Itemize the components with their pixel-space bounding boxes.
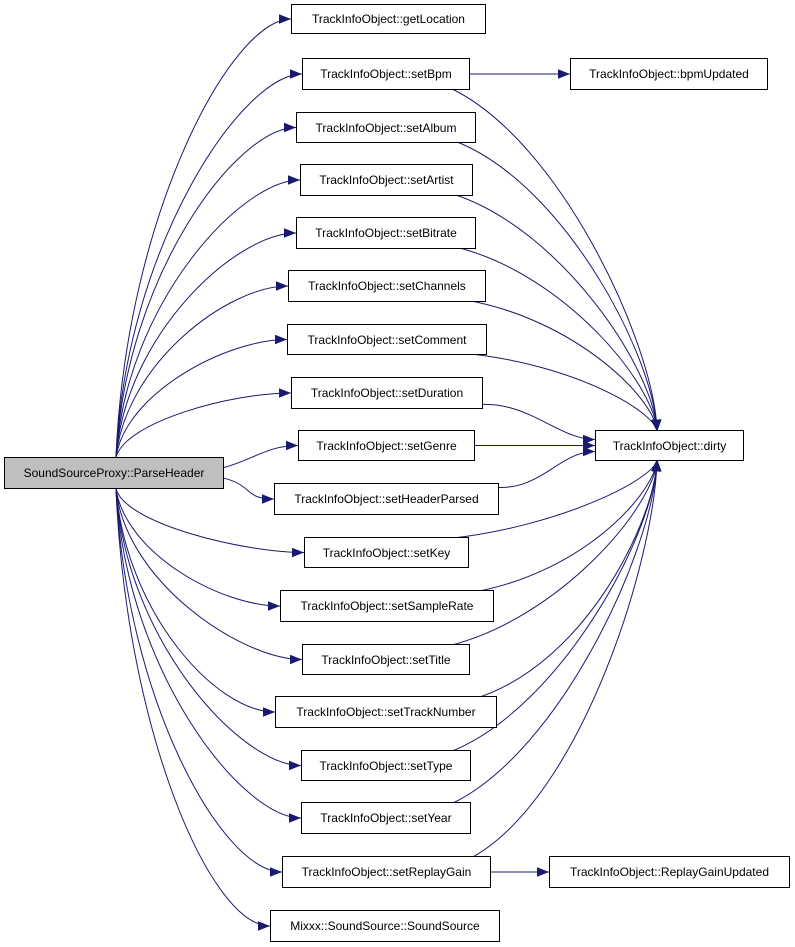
edge-setBpm-to-dirty [449,87,662,432]
edge-setReplayGain-to-dirty [470,459,662,859]
node-set-comment[interactable]: TrackInfoObject::setComment [287,324,487,355]
edge-root-to-setYear [115,488,302,823]
edge-root-to-SoundSource [115,488,271,931]
edge-setDuration-to-dirty [462,403,596,445]
edge-root-to-setArtist [115,175,301,458]
node-set-type[interactable]: TrackInfoObject::setType [301,750,471,781]
node-root-parse-header: SoundSourceProxy::ParseHeader [4,457,224,489]
edge-root-to-setSampleRate [115,488,281,611]
node-set-album[interactable]: TrackInfoObject::setAlbum [296,112,476,143]
edge-setArtist-to-dirty [452,193,662,432]
node-set-channels[interactable]: TrackInfoObject::setChannels [288,270,486,302]
edge-root-to-setGenre [223,440,299,468]
node-dirty[interactable]: TrackInfoObject::dirty [595,430,744,461]
edge-setYear-to-dirty [450,459,662,805]
edge-setChannels-to-dirty [465,299,662,432]
edge-setBitrate-to-dirty [455,246,662,432]
node-set-artist[interactable]: TrackInfoObject::setArtist [300,164,473,196]
edge-setTrackNumber-to-dirty [476,459,662,699]
node-set-track-number[interactable]: TrackInfoObject::setTrackNumber [275,696,497,728]
edge-root-to-setComment [115,334,288,458]
edge-root-to-setReplayGain [115,488,283,877]
edge-setAlbum-to-dirty [455,141,662,432]
edge-root-to-setBitrate [115,228,297,458]
node-get-location[interactable]: TrackInfoObject::getLocation [291,4,486,34]
edge-root-to-setTrackNumber [115,488,276,717]
edge-root-to-setDuration [115,388,292,458]
edge-root-to-setTitle [115,488,303,665]
edge-setSampleRate-to-dirty [473,459,662,593]
edge-root-to-setKey [115,488,305,558]
node-set-duration[interactable]: TrackInfoObject::setDuration [291,377,483,409]
edge-root-to-setBpm [115,69,303,458]
node-set-bitrate[interactable]: TrackInfoObject::setBitrate [296,217,476,249]
edge-root-to-setChannels [115,281,289,458]
edge-setTitle-to-dirty [449,459,662,646]
edge-root-to-setAlbum [115,122,297,458]
node-bpm-updated[interactable]: TrackInfoObject::bpmUpdated [570,58,768,90]
node-set-year[interactable]: TrackInfoObject::setYear [301,802,471,834]
node-replay-gain-updated[interactable]: TrackInfoObject::ReplayGainUpdated [549,856,790,888]
node-set-bpm[interactable]: TrackInfoObject::setBpm [302,58,470,90]
node-set-key[interactable]: TrackInfoObject::setKey [304,537,469,568]
edge-root-to-setHeaderParsed [223,477,275,504]
node-set-genre[interactable]: TrackInfoObject::setGenre [298,430,475,461]
node-set-sample-rate[interactable]: TrackInfoObject::setSampleRate [280,590,494,622]
node-set-replay-gain[interactable]: TrackInfoObject::setReplayGain [282,856,491,888]
node-sound-source[interactable]: Mixxx::SoundSource::SoundSource [270,910,500,942]
edge-root-to-setType [115,488,302,771]
node-set-title[interactable]: TrackInfoObject::setTitle [302,644,470,675]
edge-setComment-to-dirty [466,353,661,432]
edge-root-to-getLocation [115,14,292,458]
node-set-header-parsed[interactable]: TrackInfoObject::setHeaderParsed [274,483,499,515]
